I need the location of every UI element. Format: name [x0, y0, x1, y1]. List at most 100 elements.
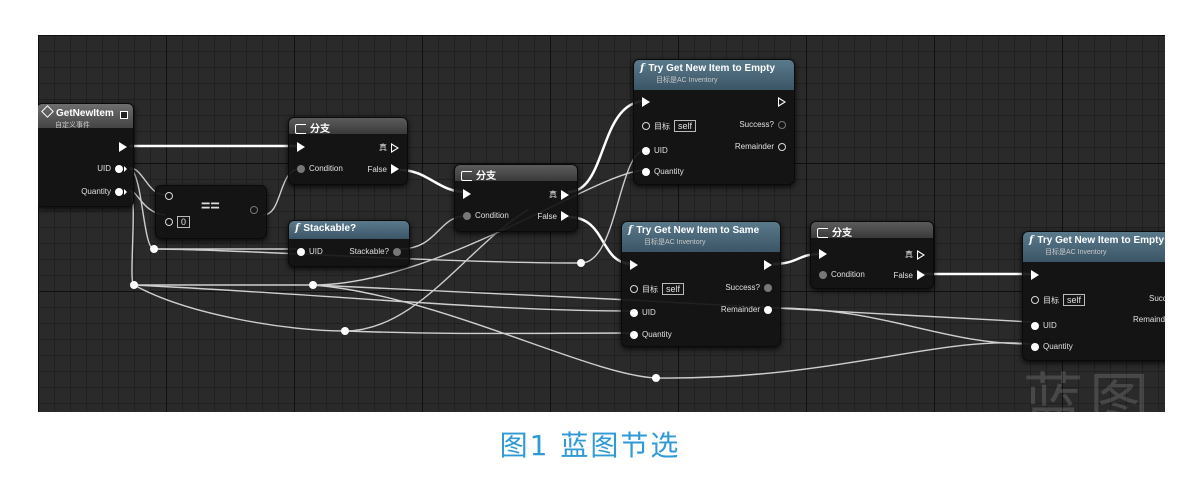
remainder-pin-icon[interactable]: [764, 305, 772, 314]
reroute-knot: [652, 374, 660, 382]
try-same-exec-out-row: [764, 260, 772, 270]
event-node-title: GetNewItem: [56, 108, 114, 119]
branch-node-2[interactable]: 分支 真 Condition False: [454, 164, 578, 232]
exec-in-pin-icon[interactable]: [463, 189, 471, 199]
branch-2-true-label: 真: [549, 190, 557, 199]
try-empty-1-remainder-row: Remainder: [735, 142, 786, 151]
try-same-success-label: Success?: [725, 283, 760, 292]
equals-input-a-row: [165, 192, 173, 200]
quantity-out-pin-icon[interactable]: [115, 187, 123, 196]
event-quantity-label: Quantity: [81, 187, 111, 196]
branch-2-false-label: False: [537, 211, 557, 221]
figure-caption: 图1 蓝图节选: [499, 429, 681, 462]
try-same-title: Try Get New Item to Same: [636, 225, 760, 236]
quantity-in-pin-icon[interactable]: [630, 330, 638, 339]
branch-1-condition-label: Condition: [309, 164, 343, 173]
equals-input-a-pin-icon[interactable]: [165, 192, 173, 200]
reroute-knot: [150, 245, 158, 253]
event-node-getnewitem[interactable]: GetNewItem 自定义事件 UID Quantity: [38, 103, 134, 207]
exec-in-pin-icon[interactable]: [630, 260, 638, 270]
condition-pin-icon[interactable]: [819, 270, 827, 279]
branch-icon: [295, 124, 306, 135]
try-empty-2-title: Try Get New Item to Empty: [1037, 235, 1165, 246]
exec-false-pin-icon[interactable]: [917, 270, 925, 280]
remainder-pin-icon[interactable]: [778, 142, 786, 151]
try-empty-2-target-value[interactable]: self: [1063, 294, 1086, 306]
branch-3-exec-in-row: [819, 249, 827, 259]
target-pin-icon[interactable]: [642, 122, 650, 130]
branch-2-condition-label: Condition: [475, 211, 509, 220]
blueprint-graph[interactable]: GetNewItem 自定义事件 UID Quantity 0 == 分支 真 …: [38, 35, 1165, 412]
branch-3-condition-row: Condition: [819, 270, 865, 279]
exec-false-pin-icon[interactable]: [561, 211, 569, 221]
try-empty-1-uid-label: UID: [654, 146, 668, 155]
try-same-target-row: 目标 self: [630, 283, 685, 295]
branch-1-false-label: False: [367, 164, 387, 174]
try-empty-1-uid-row: UID: [642, 146, 668, 155]
delegate-box-icon: [120, 111, 128, 119]
exec-in-pin-icon[interactable]: [297, 142, 305, 152]
exec-out-pin-icon[interactable]: [764, 260, 772, 270]
exec-out-pin-icon[interactable]: [119, 142, 127, 152]
reroute-knot: [341, 327, 349, 335]
condition-pin-icon[interactable]: [297, 164, 305, 173]
event-node-header[interactable]: GetNewItem 自定义事件: [38, 104, 133, 129]
equals-input-b-row: 0: [165, 216, 191, 228]
reroute-knot: [309, 281, 317, 289]
exec-true-pin-icon[interactable]: [917, 249, 925, 260]
condition-pin-icon[interactable]: [463, 211, 471, 220]
branch-1-header[interactable]: 分支: [289, 118, 407, 135]
exec-true-pin-icon[interactable]: [391, 142, 399, 153]
quantity-in-pin-icon[interactable]: [642, 167, 650, 176]
try-same-target-value[interactable]: self: [662, 283, 685, 295]
branch-1-exec-in-row: [297, 142, 305, 152]
branch-3-condition-label: Condition: [831, 270, 865, 279]
branch-3-true-row: 真: [905, 249, 925, 260]
stackable-out-pin-icon[interactable]: [393, 247, 401, 256]
quantity-in-pin-icon[interactable]: [1031, 342, 1039, 351]
equals-input-b-pin-icon[interactable]: [165, 218, 173, 226]
target-pin-icon[interactable]: [1031, 296, 1039, 304]
data-wire-uid-to-tryempty1: [153, 149, 647, 264]
success-pin-icon[interactable]: [764, 283, 772, 292]
try-empty-2-quantity-row: Quantity: [1031, 342, 1073, 351]
exec-in-pin-icon[interactable]: [1031, 270, 1039, 280]
try-same-target-label: 目标: [642, 284, 658, 294]
branch-2-header[interactable]: 分支: [455, 165, 577, 182]
equals-output-pin-icon[interactable]: [250, 206, 258, 214]
try-same-success-row: Success?: [725, 283, 772, 292]
uid-in-pin-icon[interactable]: [1031, 321, 1039, 330]
exec-out-pin-icon[interactable]: [778, 97, 786, 107]
branch-2-exec-in-row: [463, 189, 471, 199]
uid-in-pin-icon[interactable]: [630, 308, 638, 317]
success-pin-icon[interactable]: [778, 120, 786, 129]
exec-in-pin-icon[interactable]: [819, 249, 827, 259]
equals-node[interactable]: 0 ==: [155, 185, 267, 239]
branch-3-header[interactable]: 分支: [811, 222, 933, 239]
exec-in-pin-icon[interactable]: [642, 97, 650, 107]
uid-in-pin-icon[interactable]: [642, 146, 650, 155]
equals-input-value[interactable]: 0: [177, 216, 191, 228]
try-same-uid-label: UID: [642, 308, 656, 317]
branch-3-true-label: 真: [905, 250, 913, 259]
exec-false-pin-icon[interactable]: [391, 164, 399, 174]
function-f-icon: f: [1029, 235, 1034, 246]
stackable-uid-row: UID: [297, 247, 323, 256]
branch-node-1[interactable]: 分支 真 Condition False: [288, 117, 408, 185]
uid-out-pin-icon[interactable]: [115, 164, 123, 173]
try-empty-1-title: Try Get New Item to Empty: [648, 63, 776, 74]
exec-true-pin-icon[interactable]: [561, 189, 569, 200]
function-f-icon: f: [295, 223, 300, 234]
try-empty-1-target-value[interactable]: self: [674, 120, 697, 132]
uid-in-pin-icon[interactable]: [297, 247, 305, 256]
branch-node-3[interactable]: 分支 真 Condition False: [810, 221, 934, 289]
target-pin-icon[interactable]: [630, 285, 638, 293]
